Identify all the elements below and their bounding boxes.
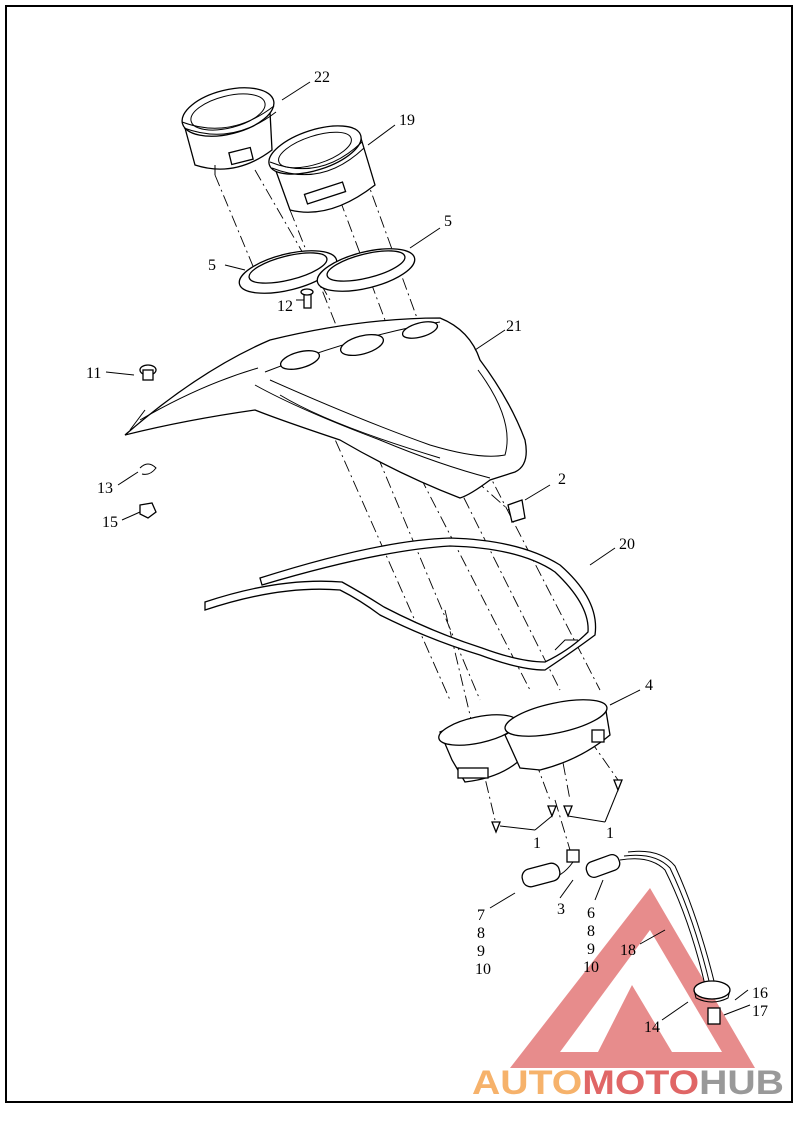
gauge-19 [268,125,376,213]
label-8-right: 8 [587,923,595,940]
connector-17 [707,1007,721,1025]
label-14: 14 [644,1019,660,1036]
label-10-right: 10 [583,959,599,976]
label-16: 16 [752,985,768,1002]
ring-5-right [316,248,416,292]
watermark-logo [510,888,755,1068]
clip-2 [507,499,526,523]
indicator-6 [585,853,621,879]
grommet-16 [693,980,731,1003]
label-15: 15 [102,514,118,531]
label-4: 4 [645,677,653,694]
indicator-7 [521,862,561,888]
label-3: 3 [557,901,565,918]
label-2: 2 [558,471,566,488]
leader-lines [105,81,751,1021]
label-18: 18 [620,942,636,959]
label-5-left: 5 [208,257,216,274]
console-housing-21 [124,317,527,499]
label-1-left: 1 [533,835,541,852]
label-1-right: 1 [606,825,614,842]
label-5-right: 5 [444,213,452,230]
label-10-left: 10 [475,961,491,978]
label-8-left: 8 [477,925,485,942]
label-22: 22 [314,69,330,86]
wire-harness-18 [619,850,716,986]
screw-12 [300,288,314,309]
ring-5-left [238,250,338,294]
nut-15 [139,502,157,519]
label-6: 6 [587,905,595,922]
part-labels: 22 19 5 5 12 21 11 13 15 2 20 4 1 1 3 7 … [86,69,768,1036]
watermark-moto: MOTO [582,1064,699,1102]
label-20: 20 [619,536,635,553]
label-19: 19 [399,112,415,129]
diagram-frame [5,5,793,1103]
label-9-right: 9 [587,941,595,958]
screw-11 [139,364,157,381]
label-9-left: 9 [477,943,485,960]
gauge-22 [181,87,277,175]
clip-13 [139,463,157,475]
watermark-hub: HUB [699,1064,784,1102]
label-13: 13 [97,480,113,497]
screws-1 [491,779,623,834]
gasket-20 [204,537,597,671]
watermark-auto: AUTO [472,1064,582,1102]
label-17: 17 [752,1003,768,1020]
label-12: 12 [277,298,293,315]
label-11: 11 [86,365,101,382]
label-7: 7 [477,907,485,924]
gauge-cups-4 [438,699,611,783]
label-21: 21 [506,318,522,335]
